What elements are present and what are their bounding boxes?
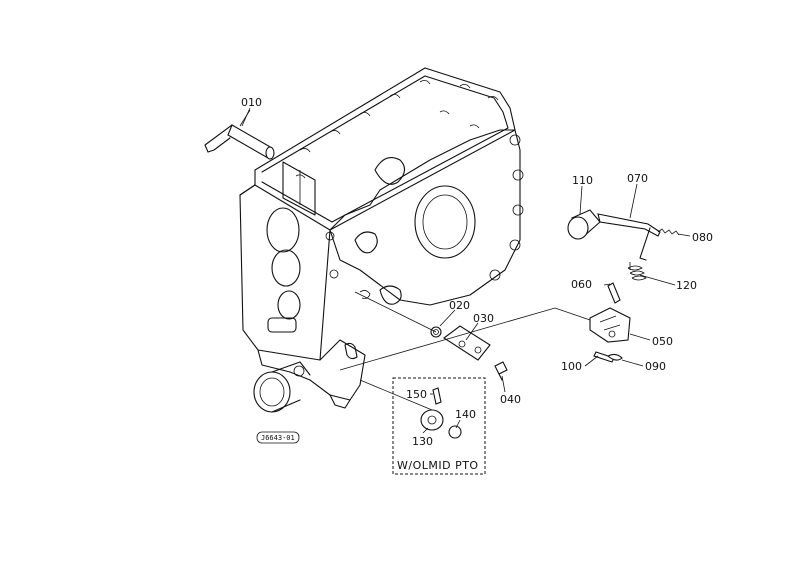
label-140: 140: [455, 408, 476, 421]
label-110: 110: [572, 174, 593, 187]
label-100: 100: [561, 360, 582, 373]
label-130: 130: [412, 435, 433, 448]
label-010: 010: [241, 96, 262, 109]
part-060-pin: [607, 282, 621, 304]
label-020: 020: [449, 299, 470, 312]
label-060: 060: [571, 278, 592, 291]
part-090-clip: [607, 353, 623, 361]
diagram-id-frame: [256, 431, 300, 444]
part-030-cover-plate: [443, 325, 491, 361]
part-010-shift-shaft: [204, 109, 275, 160]
label-040: 040: [500, 393, 521, 406]
assembly-line-boss: [359, 290, 371, 299]
part-150-pin: [432, 387, 442, 405]
inset-box: [392, 377, 486, 475]
assembly-line-bracket: [339, 307, 591, 371]
part-110-knob: [567, 209, 601, 240]
part-140-plug: [448, 425, 462, 439]
part-070-lever-rod: [597, 213, 661, 261]
inset-caption: W/OLMID PTO: [397, 459, 479, 472]
label-090: 090: [645, 360, 666, 373]
diagram-id: J6643-01: [261, 434, 295, 442]
part-080-spring-pin: [657, 228, 680, 236]
label-080: 080: [692, 231, 713, 244]
label-050: 050: [652, 335, 673, 348]
part-120-spring: [627, 262, 647, 281]
assembly-line-plate: [354, 291, 437, 333]
label-070: 070: [627, 172, 648, 185]
label-120: 120: [676, 279, 697, 292]
transmission-housing: [239, 67, 524, 413]
leader-lines: [241, 107, 691, 434]
label-150: 150: [406, 388, 427, 401]
part-050-lever-bracket: [589, 307, 631, 343]
part-040-bolt: [494, 361, 508, 381]
label-030: 030: [473, 312, 494, 325]
part-130-boss: [420, 409, 444, 431]
assembly-line-inset: [359, 379, 433, 411]
